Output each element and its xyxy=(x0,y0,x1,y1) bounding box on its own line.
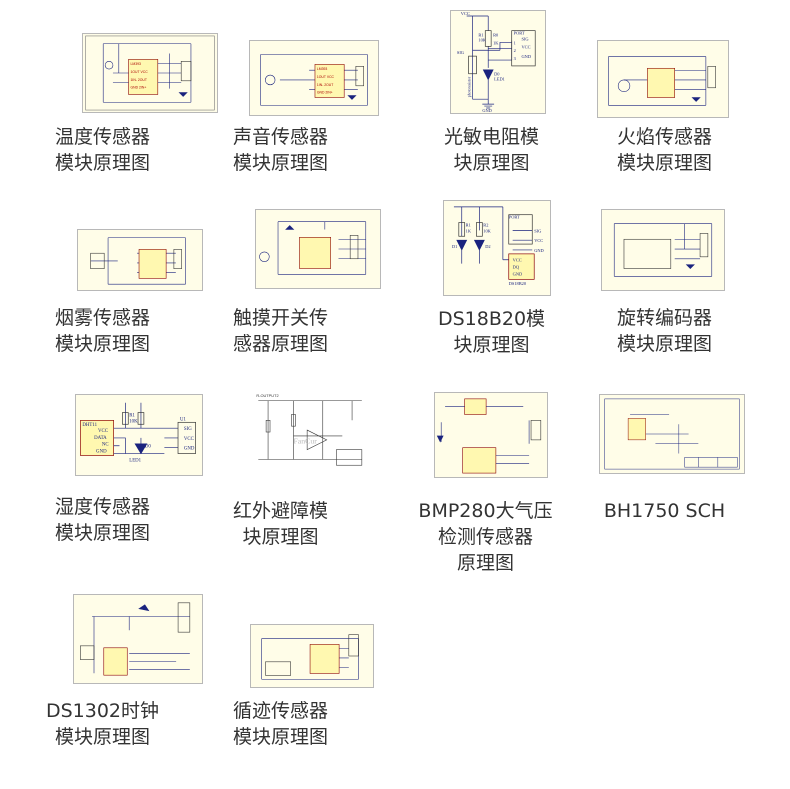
label-chip-gnd: GND xyxy=(513,271,523,276)
schematic-drawing xyxy=(613,223,713,277)
label-dht-vcc: VCC xyxy=(98,429,108,434)
tile-caption: 温度传感器 模块原理图 xyxy=(54,126,150,174)
schematic-thumbnail-encoder[interactable] xyxy=(601,209,725,291)
svg-text:1OUT VCC: 1OUT VCC xyxy=(317,75,335,79)
tile-caption: 火焰传感器 模块原理图 xyxy=(616,126,712,174)
schematic-drawing xyxy=(608,56,716,106)
tile-caption: 触摸开关传 感器原理图 xyxy=(232,307,328,355)
schematic-drawing xyxy=(261,634,359,680)
schematic-drawing: DHT11 VCC DATA NC GND U1 SIG VCC GND R1 … xyxy=(80,402,196,463)
label-dht11: DHT11 xyxy=(82,423,97,428)
tile-caption: BH1750 SCH xyxy=(603,500,726,522)
tile-caption: 湿度传感器 模块原理图 xyxy=(54,496,150,544)
label-d0: D0 xyxy=(494,72,500,77)
svg-text:LM393: LM393 xyxy=(317,67,327,71)
tile-caption: BMP280大气压 检测传感器 原理图 xyxy=(418,500,553,574)
svg-text:1IN- 2OUT: 1IN- 2OUT xyxy=(131,78,147,82)
label-vcc: VCC xyxy=(534,238,543,243)
tile-caption: 光敏电阻模 块原理图 xyxy=(443,126,539,174)
tile-caption: 烟雾传感器 模块原理图 xyxy=(54,307,150,355)
label-title: R-OUTPUT2 xyxy=(256,393,278,398)
label-sig-left: SIG xyxy=(457,50,465,55)
svg-text:LM393: LM393 xyxy=(131,62,142,66)
svg-text:1OUT VCC: 1OUT VCC xyxy=(131,70,149,74)
label-r1: R1 xyxy=(478,33,483,38)
schematic-drawing xyxy=(436,398,542,474)
label-led1: LED1 xyxy=(494,77,505,82)
schematic-drawing xyxy=(90,237,186,285)
label-vcc: VCC xyxy=(184,437,194,442)
label-pin2: 2 xyxy=(514,48,516,53)
schematic-thumbnail-infrared[interactable]: R-OUTPUT2 FanCur xyxy=(253,390,373,476)
label-r1: R1 xyxy=(466,222,471,227)
label-dht-nc: NC xyxy=(102,443,109,448)
label-gnd: GND xyxy=(534,248,544,253)
label-sig: SIG xyxy=(184,427,192,432)
schematic-thumbnail-ds1302[interactable] xyxy=(73,594,203,684)
label-r2: R2 xyxy=(483,222,488,227)
label-vcc-top: VCC xyxy=(461,11,470,16)
schematic-drawing xyxy=(604,398,740,470)
label-r1-value: 1K xyxy=(466,228,472,233)
label-gnd-bottom: GND xyxy=(482,108,492,113)
label-r-value: 10K xyxy=(129,419,138,424)
svg-text:GND 2IN+: GND 2IN+ xyxy=(131,86,147,90)
label-sig: SIG xyxy=(534,228,542,233)
label-led: LED1 xyxy=(129,458,141,463)
schematic-drawing: VCC R1 10K R0 1K SIG D0 LED1 PORT 1 2 3 … xyxy=(457,11,536,113)
schematic-thumbnail-humidity[interactable]: DHT11 VCC DATA NC GND U1 SIG VCC GND R1 … xyxy=(75,394,203,476)
schematic-drawing: PORT SIG VCC GND VCC DQ GND DS18B20 R1 1… xyxy=(452,206,544,286)
label-gnd: GND xyxy=(522,54,532,59)
label-r0: R0 xyxy=(493,33,499,38)
label-pin3: 3 xyxy=(514,56,517,61)
schematic-drawing xyxy=(259,221,367,275)
schematic-drawing: LM393 1OUT VCC 1IN- 2OUT GND 2IN+ xyxy=(85,35,215,111)
schematic-thumbnail-tracking[interactable] xyxy=(250,624,374,688)
schematic-thumbnail-temperature[interactable]: LM393 1OUT VCC 1IN- 2OUT GND 2IN+ xyxy=(82,33,218,113)
label-d0: D0 xyxy=(145,445,152,450)
label-sig: SIG xyxy=(522,36,530,41)
tile-caption: 旋转编码器 模块原理图 xyxy=(616,307,712,355)
label-dht-data: DATA xyxy=(94,436,107,441)
label-r0-value: 1K xyxy=(493,40,499,45)
label-r: R1 xyxy=(129,413,135,418)
schematic-thumbnail-bh1750[interactable] xyxy=(599,394,745,474)
tile-caption: 声音传感器 模块原理图 xyxy=(232,126,328,174)
schematic-thumbnail-flame[interactable] xyxy=(597,40,729,118)
svg-text:GND 2IN+: GND 2IN+ xyxy=(317,91,333,95)
schematic-thumbnail-smoke[interactable] xyxy=(77,229,203,291)
schematic-thumbnail-bmp280[interactable] xyxy=(434,392,548,478)
label-pin1: 1 xyxy=(514,40,516,45)
label-u1: U1 xyxy=(180,417,187,422)
label-gnd: GND xyxy=(184,447,195,452)
label-vcc: VCC xyxy=(522,44,531,49)
svg-text:1IN- 2OUT: 1IN- 2OUT xyxy=(317,83,333,87)
label-r1-value: 10K xyxy=(478,37,486,42)
schematic-thumbnail-ds18b20[interactable]: PORT SIG VCC GND VCC DQ GND DS18B20 R1 1… xyxy=(443,200,551,296)
label-port: PORT xyxy=(509,215,520,220)
schematic-drawing xyxy=(80,602,191,676)
label-chip-vcc: VCC xyxy=(513,258,522,263)
tile-caption: DS18B20模 块原理图 xyxy=(437,308,546,356)
label-d2: D2 xyxy=(485,244,490,249)
label-brand: FanCur xyxy=(293,437,317,446)
label-r2-value: 10K xyxy=(483,228,491,233)
schematic-drawing: LM393 1OUT VCC 1IN- 2OUT GND 2IN+ xyxy=(260,54,368,106)
label-d1: D1 xyxy=(452,244,457,249)
label-chip-dq: DQ xyxy=(513,265,520,270)
schematic-thumbnail-photoresistor[interactable]: VCC R1 10K R0 1K SIG D0 LED1 PORT 1 2 3 … xyxy=(450,10,546,114)
tile-caption: 红外避障模 块原理图 xyxy=(232,500,328,548)
label-dht-gnd: GND xyxy=(96,450,107,455)
label-chip-name: DS18B20 xyxy=(509,281,527,286)
label-port: PORT xyxy=(514,31,525,36)
label-photoresistor: photoresistor xyxy=(468,76,472,97)
schematic-thumbnail-touch[interactable] xyxy=(255,209,381,289)
tile-caption: DS1302时钟 模块原理图 xyxy=(45,700,160,748)
schematic-drawing: R-OUTPUT2 FanCur xyxy=(256,393,363,466)
schematic-thumbnail-sound[interactable]: LM393 1OUT VCC 1IN- 2OUT GND 2IN+ xyxy=(249,40,379,116)
tile-caption: 循迹传感器 模块原理图 xyxy=(232,700,328,748)
